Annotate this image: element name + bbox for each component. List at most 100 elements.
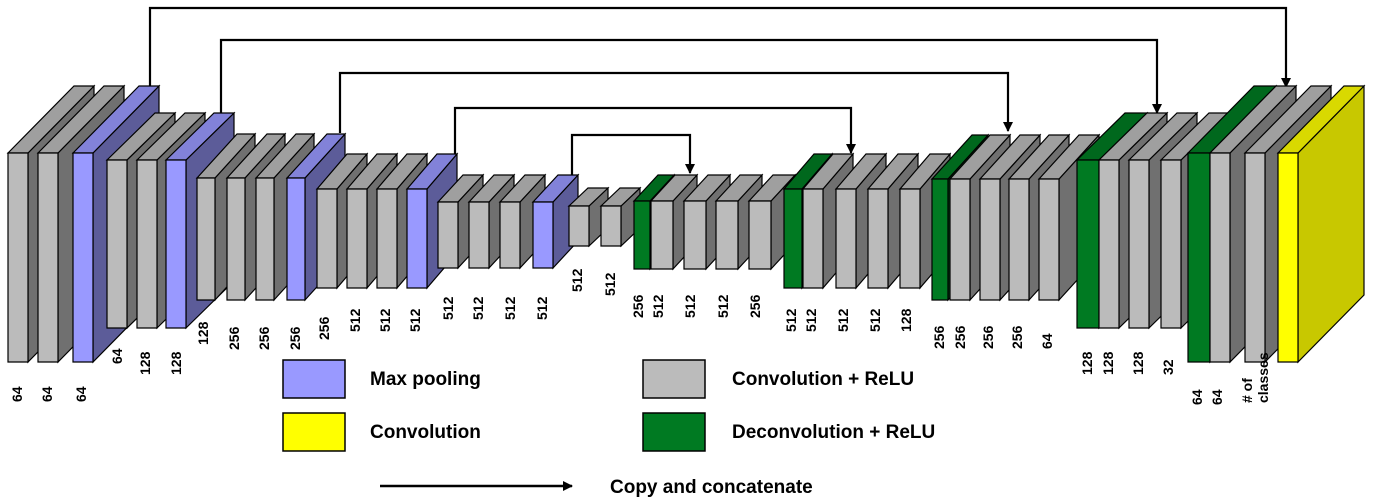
layer-label: 512 — [835, 308, 851, 332]
block-front-face — [316, 188, 338, 289]
block-front-face — [106, 159, 128, 329]
block-front-face — [783, 188, 803, 289]
layer-label: 64 — [1189, 389, 1205, 405]
layer-label: 512 — [569, 268, 585, 292]
block-front-face — [1008, 178, 1030, 301]
layer-label: 256 — [1009, 325, 1025, 349]
layer-label: 64 — [1209, 389, 1225, 405]
block-front-face — [406, 188, 428, 289]
layer-label: 512 — [602, 272, 618, 296]
block-front-face — [802, 188, 824, 289]
layer-label: 512 — [650, 294, 666, 318]
block-front-face — [1128, 159, 1150, 329]
layer-label: 512 — [534, 296, 550, 320]
block-front-face — [568, 205, 590, 247]
block-front-face — [748, 200, 772, 270]
skip-connection-arrow-5 — [570, 133, 695, 176]
block-front-face — [196, 177, 216, 301]
skip-connection-arrow-2 — [219, 38, 1162, 115]
block-front-face — [1038, 178, 1060, 301]
block-front-face — [1076, 159, 1100, 329]
layer-label: 128 — [1079, 351, 1095, 375]
block-front-face — [949, 178, 971, 301]
legend-swatch-deconv-relu — [642, 412, 706, 452]
legend-swatch-conv-relu — [642, 359, 706, 399]
layer-label: 128 — [168, 351, 184, 375]
layer-label: 256 — [931, 325, 947, 349]
pool-block-18 — [531, 173, 580, 270]
skip-connection-arrow-3 — [338, 71, 1013, 133]
skip-connections — [148, 6, 1291, 176]
layer-label: 512 — [347, 308, 363, 332]
layer-label: 256 — [980, 325, 996, 349]
block-front-face — [286, 177, 306, 301]
block-front-face — [255, 177, 275, 301]
block-front-face — [1098, 159, 1120, 329]
layer-label: 128 — [137, 351, 153, 375]
layer-label: 512 — [682, 294, 698, 318]
legend: Max pooling Convolution Convolution + Re… — [282, 359, 935, 498]
legend-label-max-pooling: Max pooling — [370, 369, 481, 390]
layer-label: 128 — [195, 321, 211, 345]
block-front-face — [437, 201, 459, 269]
block-front-face — [1209, 152, 1231, 363]
layer-blocks — [6, 84, 1366, 364]
block-front-face — [1187, 152, 1211, 363]
layer-label: 512 — [470, 296, 486, 320]
layer-label: 32 — [1160, 359, 1176, 375]
legend-label-conv-relu: Convolution + ReLU — [732, 369, 914, 390]
layer-label: 128 — [898, 308, 914, 332]
final-conv-block-43 — [1276, 84, 1366, 364]
layer-label: 512 — [502, 296, 518, 320]
layer-label: 64 — [9, 386, 25, 402]
legend-label-deconv-relu: Deconvolution + ReLU — [732, 422, 935, 443]
block-front-face — [683, 200, 707, 270]
block-front-face — [468, 201, 490, 269]
block-front-face — [633, 200, 651, 270]
layer-label: 64 — [1039, 333, 1055, 349]
block-front-face — [499, 201, 521, 269]
layer-label: 512 — [377, 308, 393, 332]
layer-label: 256 — [952, 325, 968, 349]
legend-swatch-max-pooling — [282, 359, 346, 399]
layer-label: 512 — [783, 308, 799, 332]
legend-label-convolution: Convolution — [370, 422, 481, 443]
block-front-face — [931, 178, 949, 301]
block-front-face — [650, 200, 674, 270]
block-front-face — [1244, 152, 1266, 363]
block-front-face — [37, 152, 59, 363]
layer-label: 256 — [630, 294, 646, 318]
block-front-face — [867, 188, 889, 289]
block-front-face — [72, 152, 94, 363]
block-front-face — [346, 188, 368, 289]
block-front-face — [899, 188, 921, 289]
layer-label: 256 — [287, 326, 303, 350]
layer-label: 256 — [256, 326, 272, 350]
block-front-face — [532, 201, 554, 269]
block-front-face — [1277, 152, 1299, 363]
layer-label: 64 — [39, 386, 55, 402]
layer-label: 256 — [226, 326, 242, 350]
layer-label: 512 — [440, 296, 456, 320]
layer-label: 256 — [316, 316, 332, 340]
legend-label-copy-concat: Copy and concatenate — [610, 477, 813, 498]
skip-connection-arrow-4 — [453, 106, 856, 155]
layer-label: 128 — [1130, 351, 1146, 375]
block-front-face — [136, 159, 158, 329]
legend-swatch-convolution — [282, 412, 346, 452]
layer-label: 64 — [109, 348, 125, 364]
block-front-face — [165, 159, 187, 329]
block-front-face — [600, 205, 622, 247]
layer-label: 128 — [1100, 351, 1116, 375]
block-front-face — [835, 188, 857, 289]
layer-label: 256 — [747, 294, 763, 318]
block-front-face — [226, 177, 246, 301]
layer-label: 512 — [867, 308, 883, 332]
layer-label: 512 — [407, 308, 423, 332]
block-front-face — [1160, 159, 1182, 329]
skip-connection-arrow-1 — [148, 6, 1291, 88]
block-front-face — [979, 178, 1001, 301]
block-front-face — [376, 188, 398, 289]
